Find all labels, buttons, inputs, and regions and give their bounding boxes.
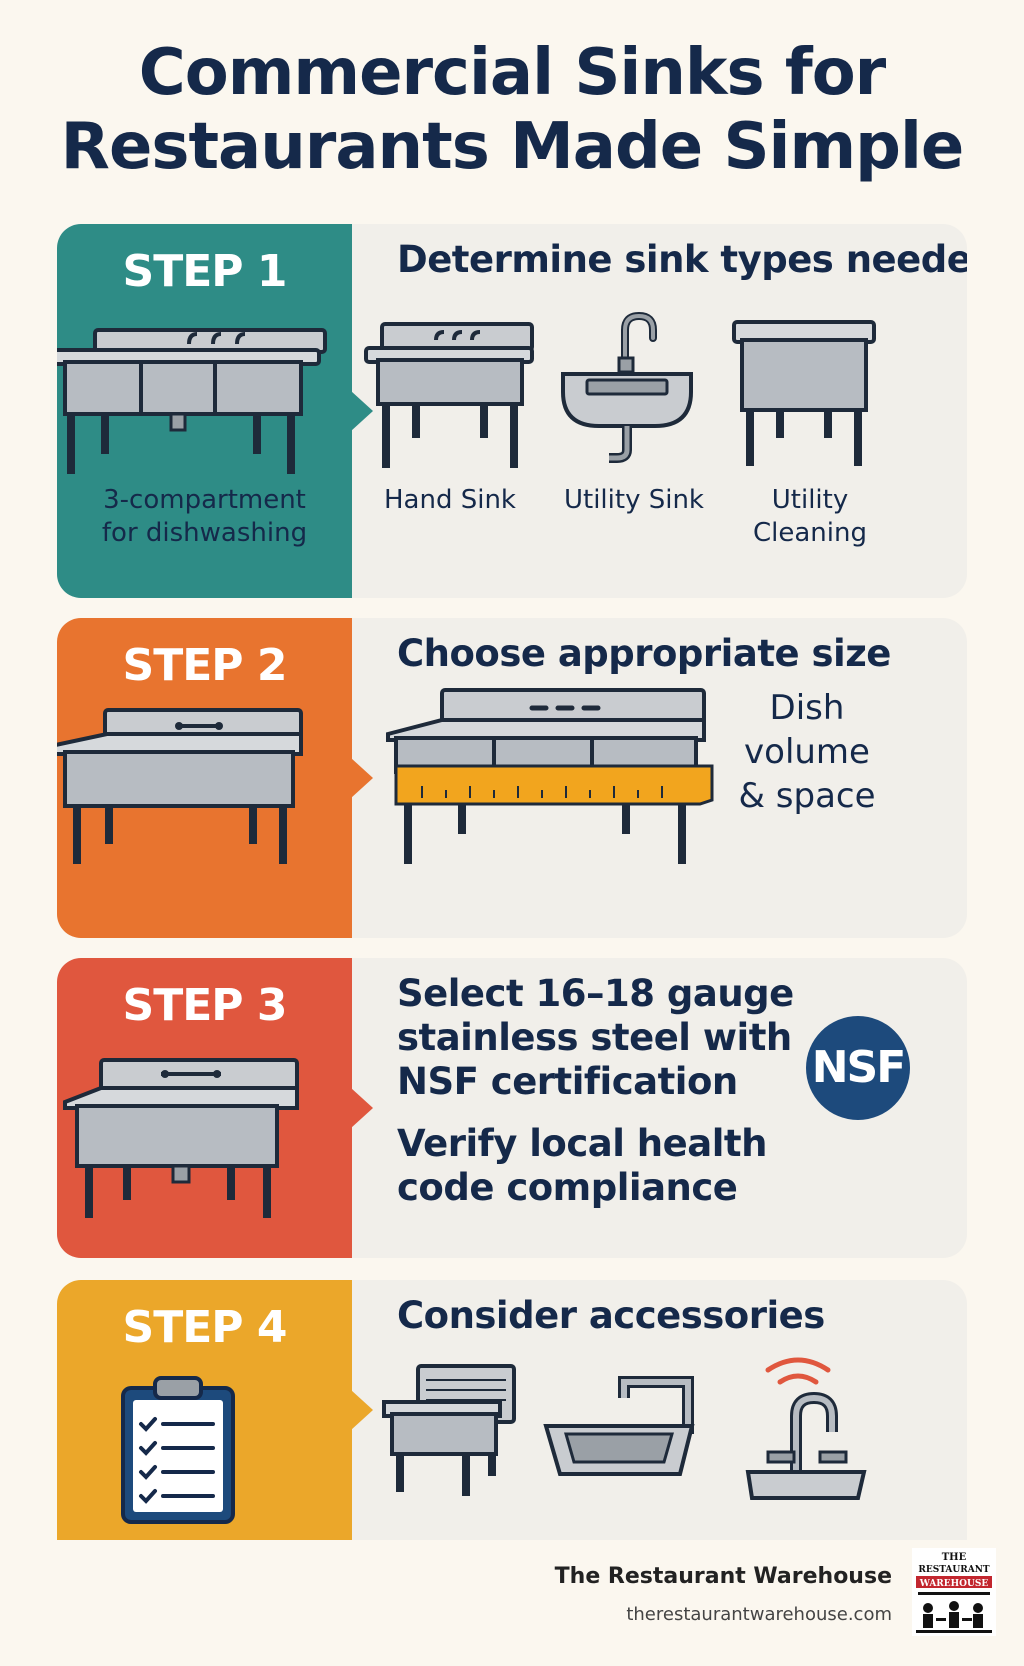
step-1-panel: STEP 1 3-compartment for dishwashing Det… <box>57 224 967 598</box>
step-2-side-line-3: & space <box>738 776 876 816</box>
utility-cleaning-label-line-1: Utility <box>771 485 849 515</box>
step-4-panel: STEP 4 Consider accessories <box>57 1280 967 1540</box>
utility-sink-label: Utility Sink <box>563 485 704 515</box>
step-4-heading: Consider accessories <box>397 1294 825 1337</box>
step-2-side-line-1: Dish <box>769 688 845 728</box>
step-1-left-caption: 3-compartment for dishwashing <box>57 484 352 550</box>
footer-brand-name: The Restaurant Warehouse <box>554 1564 892 1589</box>
nsf-badge: NSF <box>806 1016 910 1120</box>
restaurant-warehouse-logo: THE RESTAURANT WAREHOUSE <box>912 1548 996 1636</box>
step-4-left-panel: STEP 4 <box>57 1280 352 1540</box>
step-2-panel: STEP 2 Choose appropriate size <box>57 618 967 938</box>
title-line-2: Restaurants Made Simple <box>60 110 965 184</box>
utility-cleaning-sink-icon <box>732 320 876 466</box>
step-2-label: STEP 2 <box>122 640 288 691</box>
step-2-arrow <box>351 758 373 798</box>
step-4-arrow <box>351 1390 373 1430</box>
step-3-label: STEP 3 <box>122 980 288 1031</box>
step-1-arrow <box>351 391 373 431</box>
sized-sink-with-measuring-tape-icon <box>386 688 714 864</box>
step-1-left-caption-line-1: 3-compartment <box>103 485 306 515</box>
footer-url[interactable]: therestaurantwarehouse.com <box>626 1604 892 1625</box>
step-3-subheading: Verify local health code compliance <box>397 1122 767 1210</box>
step-2-side-line-2: volume <box>744 732 870 772</box>
utility-cleaning-label-line-2: Cleaning <box>753 518 867 548</box>
two-compartment-sink-icon <box>57 708 303 864</box>
step-3-panel: STEP 3 Select 16–18 gauge stainless stee… <box>57 958 967 1258</box>
step-2-heading: Choose appropriate size <box>397 632 891 675</box>
step-3-arrow <box>351 1088 373 1128</box>
logo-text-2: RESTAURANT <box>918 1565 990 1575</box>
drainboard-sink-icon <box>382 1364 516 1496</box>
hand-sink-label: Hand Sink <box>384 485 516 515</box>
step-2-left-panel: STEP 2 <box>57 618 352 938</box>
step-1-left-panel: STEP 1 3-compartment for dishwashing <box>57 224 352 598</box>
step-3-left-panel: STEP 3 <box>57 958 352 1258</box>
sensor-faucet-icon <box>745 1357 867 1500</box>
step-3-heading: Select 16–18 gauge stainless steel with … <box>397 972 794 1104</box>
single-compartment-sink-icon <box>63 1058 299 1218</box>
logo-text-1: THE <box>942 1552 967 1563</box>
step-3-heading-line-1: Select 16–18 gauge <box>397 972 794 1015</box>
step-3-heading-line-3: NSF certification <box>397 1060 738 1103</box>
step-3-sub-line-2: code compliance <box>397 1166 738 1209</box>
title-line-1: Commercial Sinks for <box>138 36 886 110</box>
hand-sink-icon <box>364 322 534 468</box>
step-1-label: STEP 1 <box>122 246 288 297</box>
checklist-clipboard-icon <box>121 1376 235 1524</box>
page-title: Commercial Sinks for Restaurants Made Si… <box>0 36 1024 184</box>
step-1-heading: Determine sink types needed <box>397 238 967 281</box>
step-3-sub-line-1: Verify local health <box>397 1122 767 1165</box>
faucet-basin-icon <box>543 1376 695 1476</box>
step-1-left-caption-line-2: for dishwashing <box>101 518 308 548</box>
logo-text-3: WAREHOUSE <box>919 1579 989 1589</box>
step-3-heading-line-2: stainless steel with <box>397 1016 792 1059</box>
utility-sink-icon <box>561 311 693 463</box>
step-2-side-caption: Dish volume & space <box>737 686 877 818</box>
step-4-label: STEP 4 <box>122 1302 288 1353</box>
utility-cleaning-label: Utility Cleaning <box>735 484 885 550</box>
three-compartment-sink-icon <box>57 328 327 474</box>
